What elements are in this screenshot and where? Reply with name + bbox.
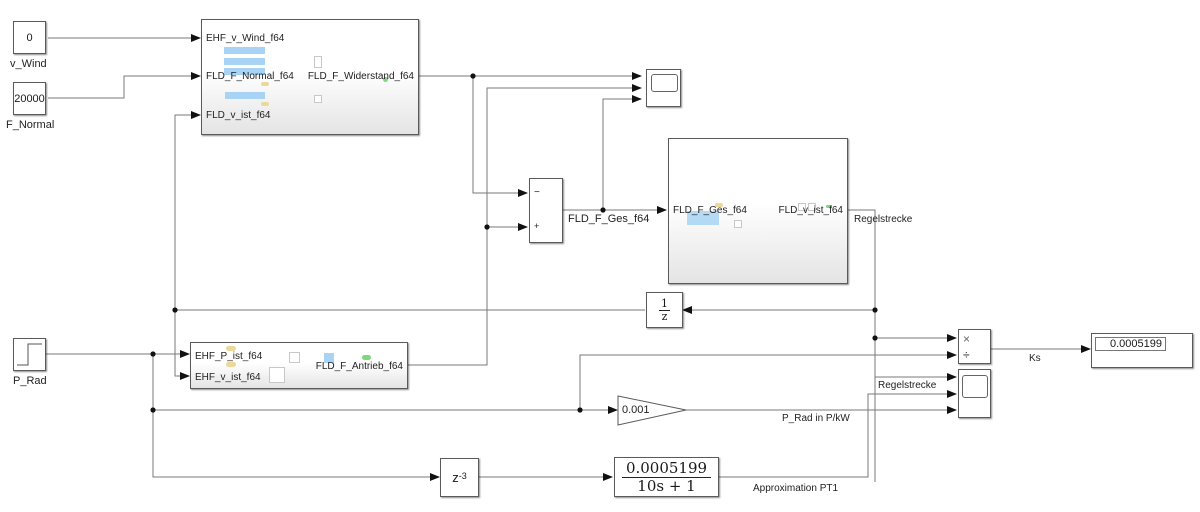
wire-p-rad-down [152,354,440,481]
junction-dot [150,407,156,413]
port-fld-v-ist: FLD_v_ist_f64 [206,110,271,121]
wire-v-ist-antrieb [174,310,190,380]
delay-exponent: -3 [458,470,467,481]
scope-icon [962,375,988,398]
product-multiply-sign: × [963,332,971,346]
unit-delay-numerator: 1 [659,296,670,311]
f-normal-constant-block[interactable]: 20000 [13,82,46,115]
f-ges-signal-label: FLD_F_Ges_f64 [568,213,650,225]
tf-numerator: 0.0005199 [621,460,712,478]
p-rad-step-block[interactable] [13,338,46,371]
step-icon [17,343,42,366]
ks-signal-label: Ks [1029,353,1041,364]
port-fld-f-widerstand: FLD_F_Widerstand_f64 [307,71,414,82]
port-ehf-v-ist: EHF_v_ist_f64 [195,372,261,383]
sum-minus-sign: − [534,187,540,198]
unit-delay-denominator: z [661,309,668,323]
f-normal-label: F_Normal [6,119,55,131]
display-value: 0.0005199 [1095,337,1166,351]
wire-f-normal [48,72,201,99]
regelstrecke-scope-label: Regelstrecke [878,380,937,391]
wire-to-scope2-in1 [874,357,957,381]
sum-plus-sign: + [534,221,540,231]
p-rad-label: P_Rad [13,375,47,387]
antrieb-subsystem[interactable]: EHF_P_ist_f64 EHF_v_ist_f64 FLD_F_Antrie… [190,342,408,389]
junction-dot [470,73,476,79]
port-ehf-p-ist: EHF_P_ist_f64 [195,351,263,362]
junction-dot [600,207,606,213]
approximation-pt1-label: Approximation PT1 [753,483,839,494]
integer-delay-block[interactable]: z-3 [440,458,479,497]
gain-block-shape [617,395,687,426]
v-wind-value: 0 [26,31,33,44]
junction-dot [150,351,156,357]
f-normal-value: 20000 [14,92,45,105]
v-wind-constant-block[interactable]: 0 [13,21,46,54]
junction-dot [577,407,583,413]
port-ehf-v-wind: EHF_v_Wind_f64 [206,33,285,44]
junction-dot [484,224,490,230]
scope-1[interactable] [646,69,681,107]
wire-tf-scope [719,390,957,478]
scope-icon [651,74,678,92]
product-block[interactable]: × ÷ [958,329,991,364]
scope-2[interactable] [958,369,991,418]
regelstrecke-subsystem[interactable]: FLD_F_Ges_f64 FLD_v_ist_f64 [668,138,848,284]
display-block[interactable]: 0.0005199 [1091,333,1193,368]
regelstrecke-signal-label: Regelstrecke [854,214,913,225]
sum-block[interactable]: − + [529,178,563,243]
delay-base: z [452,470,459,485]
junction-dot [872,335,878,341]
v-wind-label: v_Wind [10,58,47,70]
port-fld-f-antrieb: FLD_F_Antrieb_f64 [315,361,403,372]
p-rad-kw-signal-label: P_Rad in P/kW [782,413,850,424]
gain-value[interactable]: 0.001 [622,404,650,416]
wire-regelstrecke-out [847,209,876,482]
junction-dot [872,307,878,313]
widerstand-subsystem[interactable]: EHF_v_Wind_f64 FLD_F_Normal_f64 FLD_v_is… [201,19,419,135]
product-divide-sign: ÷ [963,348,970,362]
tf-denominator: 10s + 1 [637,477,696,495]
wire-f-ges-scope [602,95,642,210]
port-fld-v-ist-out: FLD_v_ist_f64 [778,205,843,216]
wire-widerstand-sum [472,76,528,197]
wire-to-product-div [579,351,957,410]
transfer-fcn-block[interactable]: 0.0005199 10s + 1 [614,457,719,497]
port-fld-f-ges: FLD_F_Ges_f64 [673,205,747,216]
wire-v-ist-feedback [174,111,645,311]
port-fld-f-normal: FLD_F_Normal_f64 [206,71,294,82]
junction-dot [172,307,178,313]
unit-delay-block[interactable]: 1 z [646,292,683,328]
